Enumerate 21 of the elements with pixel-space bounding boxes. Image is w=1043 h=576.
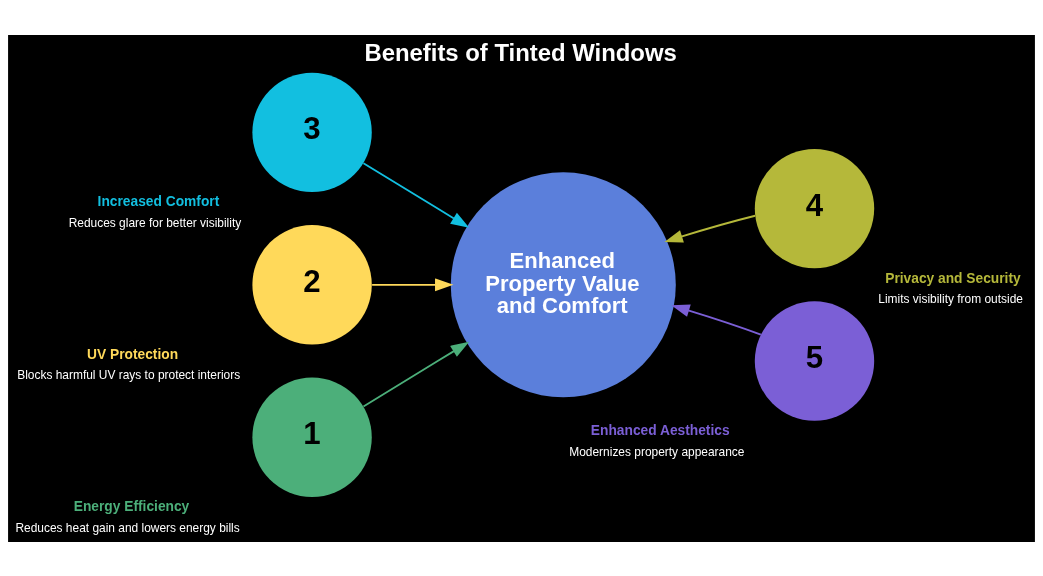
arrow <box>664 214 757 243</box>
arrow <box>671 303 762 336</box>
diagram-title: Benefits of Tinted Windows <box>364 38 677 66</box>
node-label: Privacy and Security <box>885 270 1021 286</box>
node-label: Blocks harmful UV rays to protect interiors <box>17 367 241 382</box>
node-label: Limits visibility from outside <box>878 291 1023 306</box>
node-label: Energy Efficiency <box>73 498 190 514</box>
arrow <box>362 161 470 228</box>
node-label: UV Protection <box>87 346 179 362</box>
node-label: Modernizes property appearance <box>569 444 745 459</box>
node-label: Reduces glare for better visibility <box>68 215 242 230</box>
arrow <box>371 277 454 291</box>
node-circle: 2 <box>252 224 372 345</box>
node-circle: 1 <box>252 377 372 497</box>
node-circle: 4 <box>754 148 875 268</box>
arrow <box>362 341 470 407</box>
node-label: Enhanced Aesthetics <box>590 422 730 438</box>
node-label: Reduces heat gain and lowers energy bills <box>15 520 240 535</box>
node-label: Increased Comfort <box>97 193 220 209</box>
node-circle: 5 <box>754 300 875 421</box>
node-circle: 3 <box>252 72 372 192</box>
